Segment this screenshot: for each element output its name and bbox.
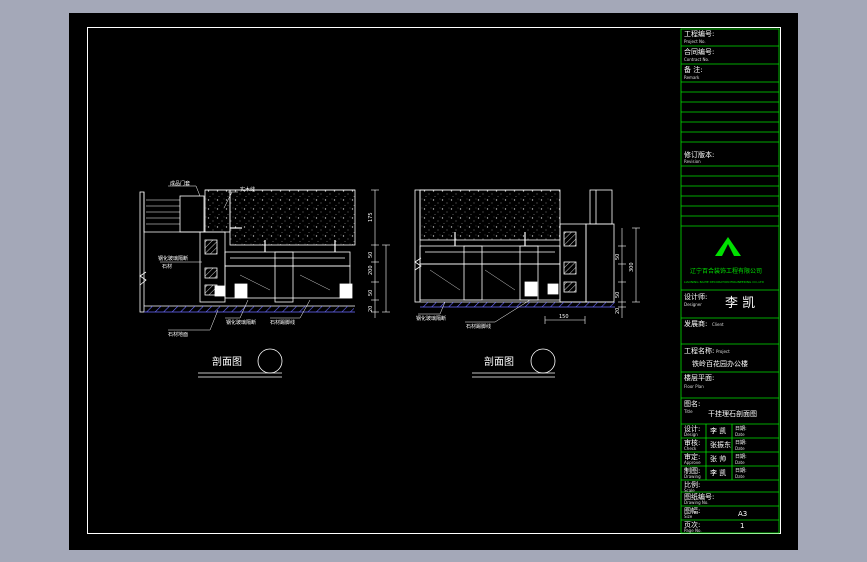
contract-no-sub: Contract No. [684,57,710,62]
role-design-sub: Design [684,432,698,437]
role-check-sub: Check [684,446,697,451]
sheet-no-label: 图纸编号: [684,493,715,501]
drawing-title: 干挂理石剖面图 [708,410,757,418]
client-sub: Client [712,322,724,327]
designer-name: 李 凯 [725,296,756,311]
stone-floor-right [420,302,615,307]
contract-no-label: 合同编号: [684,48,715,56]
role-approve-sub: Approve [684,460,701,465]
company-sub: LIAONING BAIHE DECORATION ENGINEERING CO… [684,280,764,284]
designer-label: 设计师: [684,293,708,301]
signer-drawing: 李 凯 [710,469,727,477]
right-section [414,189,640,378]
size-label: 图幅: [684,507,701,515]
concrete-slab-right [419,189,561,241]
project-name: 铁岭百花园办公楼 [692,360,748,368]
dim-left-200: 200 [368,265,374,275]
project-no-sub: Project No. [684,39,706,44]
sheet-no-sub: Drawing No. [684,500,709,505]
dim-right-150: 150 [559,314,569,320]
scale-sub: Scale [684,488,695,493]
role-approve: 审定: [684,453,701,461]
size-value: A3 [738,510,748,518]
date-design: 日期: [735,426,747,432]
page-value: 1 [740,522,745,530]
role-design: 设计: [684,425,701,433]
label-door-frame: 成品门套 [170,181,191,187]
title-sub: Title [684,409,693,414]
stone-floor [144,306,354,312]
revision-sub: Revision [684,159,701,164]
label-glass-partition: 钢化玻璃隔断 [158,256,189,262]
drawing-frame [87,27,781,534]
partition-mullion [274,251,294,303]
label-skirting: 石材踢脚线 [270,320,296,326]
role-drawing: 制图: [684,467,701,475]
title-block-grid [680,28,780,534]
date-check-sub: Date [735,446,745,451]
date-drawing: 日期: [735,468,747,474]
glass-partition-right [419,263,561,301]
date-drawing-sub: Date [735,474,745,479]
drawing-label: 楼层平面: [684,374,715,382]
label-stone: 石材 [162,264,173,270]
project-name-sub: Project [716,349,730,354]
door-frame [179,195,205,233]
label-wood-trim: 实木线 [240,187,256,193]
glass-partition-top-right [419,245,561,265]
project-name-label: 工程名称: [684,347,715,355]
left-wall [139,191,145,313]
scale-label: 比例: [684,481,701,489]
right-wall [414,189,421,303]
dim-right-20: 20 [615,307,621,314]
project-no-label: 工程编号: [684,30,715,38]
page-label: 页次: [684,521,701,529]
section-symbol-right [530,348,556,374]
label-stone-floor: 石材地面 [168,332,189,338]
dim-left-50b: 50 [368,289,374,296]
date-approve: 日期: [735,454,747,460]
role-drawing-sub: Drawing [684,474,701,479]
role-check: 审核: [684,439,701,447]
dim-right-50b: 50 [615,291,621,298]
signer-approve: 张 帅 [710,455,727,463]
concrete-slab [229,189,356,246]
client-label: 发展商: [684,320,708,328]
date-check: 日期: [735,440,747,446]
page-sub: Page No. [684,528,702,533]
signer-check: 张振东 [710,441,731,449]
date-approve-sub: Date [735,460,745,465]
door-frame-hatch [146,199,180,225]
glass-partition-top [224,251,351,267]
label-glass-partition-2: 钢化玻璃隔断 [226,320,257,326]
company-name: 辽宁百合装饰工程有限公司 [690,268,763,275]
dim-right-300: 300 [629,262,635,272]
title-label: 图名: [684,400,701,408]
date-design-sub: Date [735,432,745,437]
label-skirting-right: 石材踢脚线 [466,324,492,330]
label-glass-partition-right: 钢化玻璃隔断 [416,316,447,322]
section-symbol-left [257,348,283,374]
signer-design: 李 凯 [710,427,727,435]
remark-label: 备 注: [684,66,703,74]
drawing-sheet [69,13,798,550]
drawing-sub: Floor Plan [684,384,704,389]
left-section [139,185,390,378]
glass-partition [224,265,351,299]
dim-right-50a: 50 [615,253,621,260]
dim-left-20: 20 [368,305,374,312]
stone-column [204,189,231,233]
section-title-right: 剖面图 [484,357,514,368]
mountain-logo-icon [715,237,741,256]
designer-sub: Designer [684,302,702,307]
revision-label: 修订版本: [684,151,715,159]
dim-left-175: 175 [368,212,374,222]
section-title-left: 剖面图 [212,357,242,368]
remark-sub: Remark [684,75,700,80]
dim-left-50a: 50 [368,251,374,258]
size-sub: Size [684,514,693,519]
